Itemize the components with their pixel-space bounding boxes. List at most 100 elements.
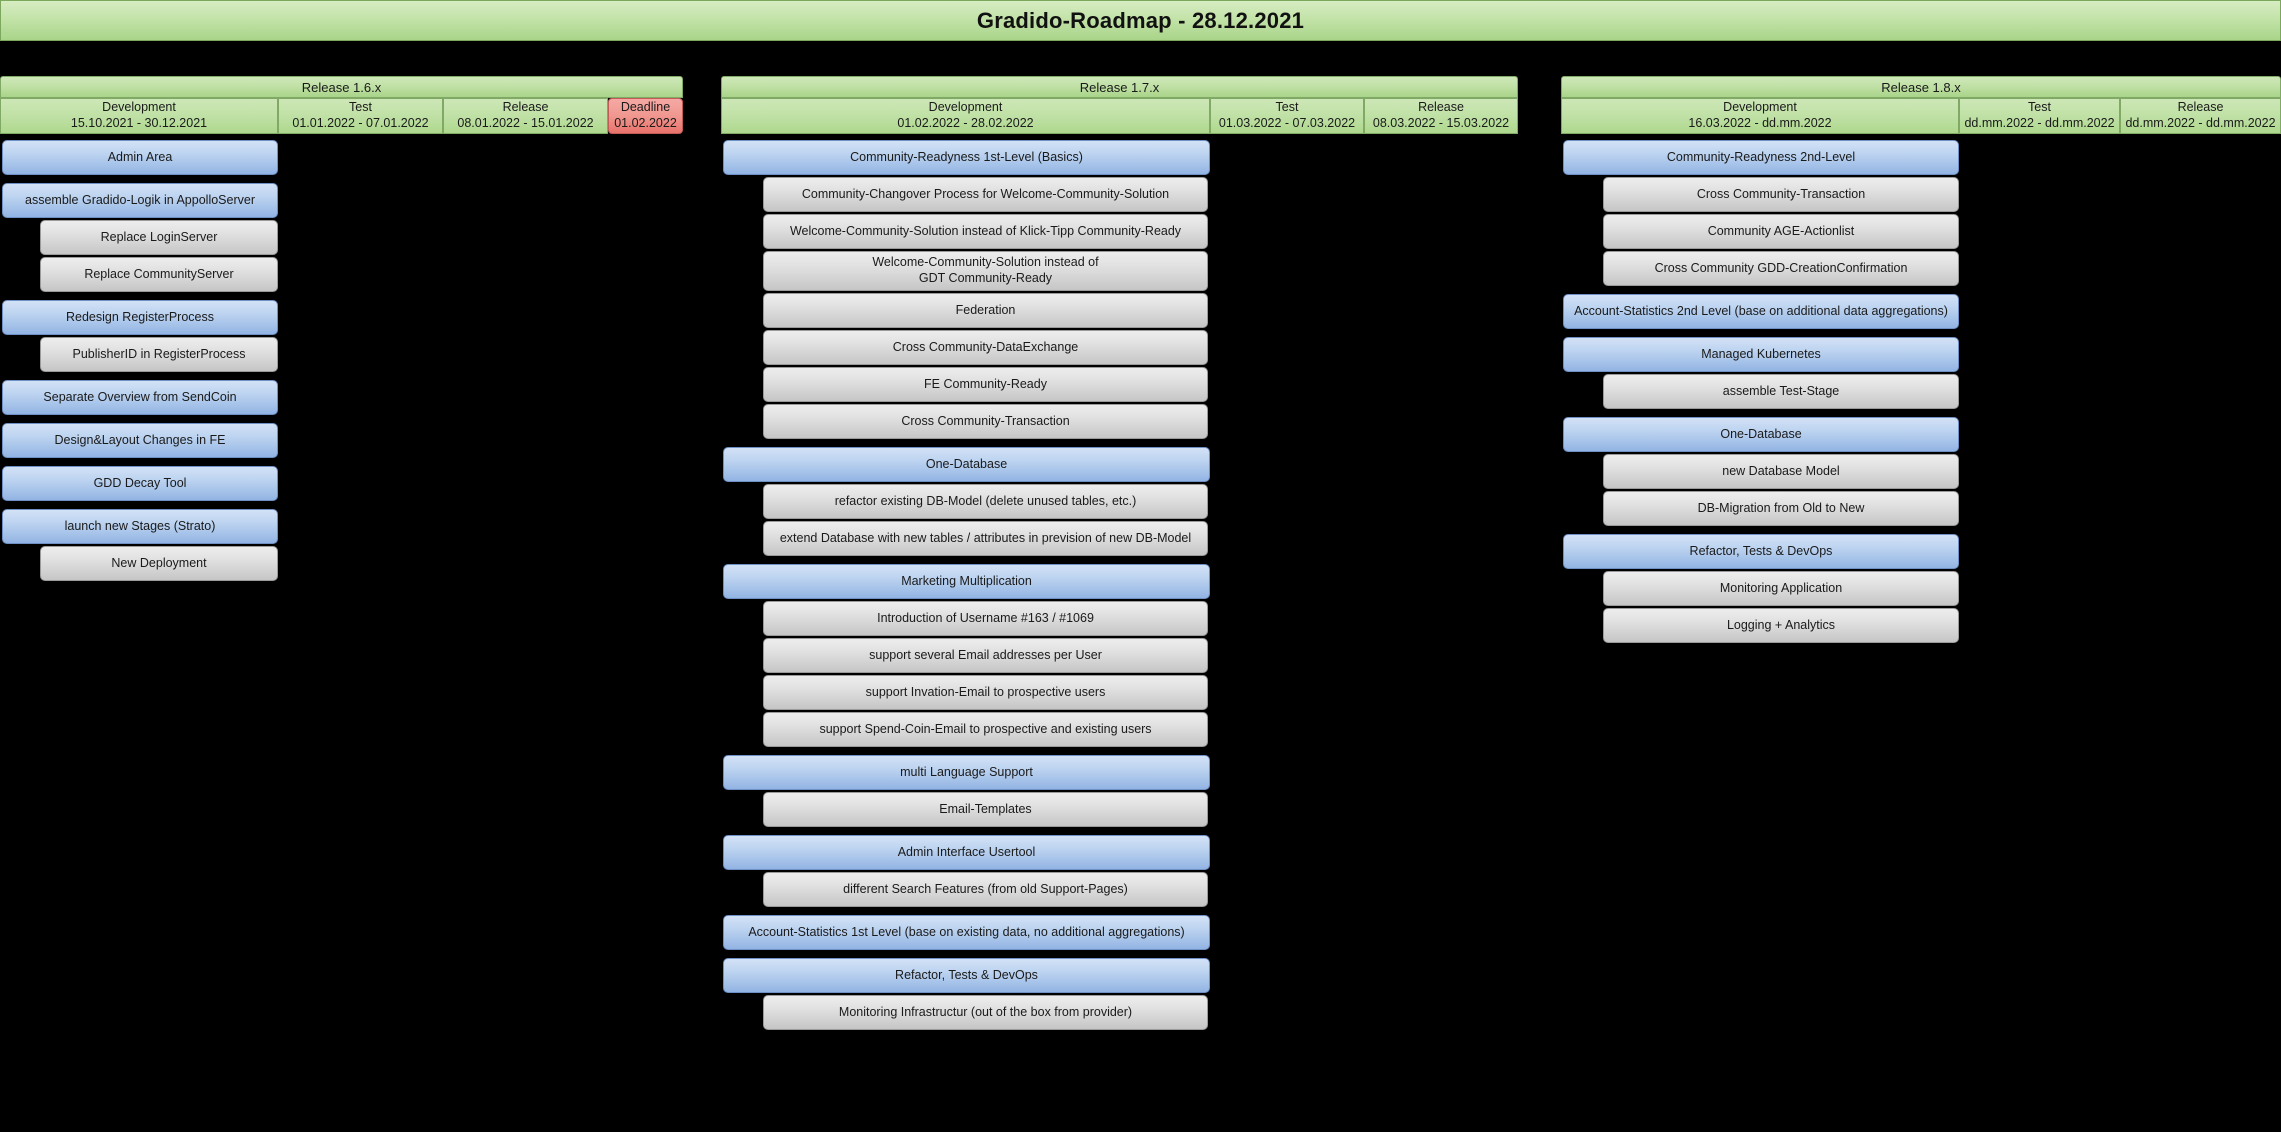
- sub-task[interactable]: support Invation-Email to prospective us…: [763, 675, 1208, 710]
- sub-task[interactable]: Welcome-Community-Solution instead of Kl…: [763, 214, 1208, 249]
- phase-name: Test: [1275, 100, 1299, 115]
- sub-task[interactable]: different Search Features (from old Supp…: [763, 872, 1208, 907]
- phase-dates: 01.02.2022: [614, 116, 677, 130]
- sub-task[interactable]: Federation: [763, 293, 1208, 328]
- sub-task[interactable]: Cross Community GDD-CreationConfirmation: [1603, 251, 1959, 286]
- task-list: Admin Area assemble Gradido-Logik in Appo…: [0, 140, 683, 581]
- epic-task[interactable]: Refactor, Tests & DevOps: [1563, 534, 1959, 569]
- phase-dates: 08.03.2022 - 15.03.2022: [1372, 116, 1510, 130]
- epic-task[interactable]: Community-Readyness 2nd-Level: [1563, 140, 1959, 175]
- sub-task[interactable]: New Deployment: [40, 546, 278, 581]
- sub-task[interactable]: Monitoring Infrastructur (out of the box…: [763, 995, 1208, 1030]
- task-group: launch new Stages (Strato)New Deployment: [0, 509, 683, 581]
- epic-task[interactable]: One-Database: [723, 447, 1210, 482]
- phase-name: Release: [2177, 100, 2224, 115]
- sub-task[interactable]: extend Database with new tables / attrib…: [763, 521, 1208, 556]
- epic-task[interactable]: Managed Kubernetes: [1563, 337, 1959, 372]
- sub-task[interactable]: refactor existing DB-Model (delete unuse…: [763, 484, 1208, 519]
- sub-task[interactable]: support several Email addresses per User: [763, 638, 1208, 673]
- epic-task[interactable]: One-Database: [1563, 417, 1959, 452]
- task-group: Community-Readyness 1st-Level (Basics)Co…: [721, 140, 1518, 439]
- epic-task[interactable]: Marketing Multiplication: [723, 564, 1210, 599]
- task-group: Account-Statistics 1st Level (base on ex…: [721, 915, 1518, 950]
- sub-task[interactable]: Email-Templates: [763, 792, 1208, 827]
- epic-task[interactable]: multi Language Support: [723, 755, 1210, 790]
- phase-name: Release: [1418, 100, 1464, 115]
- phase-name: Test: [2028, 100, 2051, 115]
- epic-task[interactable]: Admin Interface Usertool: [723, 835, 1210, 870]
- release-label-release-1-8-x: Release 1.8.x: [1561, 76, 2281, 98]
- phase-name: Test: [349, 100, 372, 115]
- task-list: Community-Readyness 1st-Level (Basics)Co…: [721, 140, 1518, 1030]
- sub-task[interactable]: DB-Migration from Old to New: [1603, 491, 1959, 526]
- epic-task[interactable]: Account-Statistics 2nd Level (base on ad…: [1563, 294, 1959, 329]
- release-label-release-1-7-x: Release 1.7.x: [721, 76, 1518, 98]
- sub-task[interactable]: Replace LoginServer: [40, 220, 278, 255]
- sub-task[interactable]: Community AGE-Actionlist: [1603, 214, 1959, 249]
- phase-name: Deadline: [620, 100, 671, 115]
- page-title-text: Gradido-Roadmap - 28.12.2021: [976, 7, 1305, 33]
- sub-task[interactable]: FE Community-Ready: [763, 367, 1208, 402]
- phase-dates: 01.02.2022 - 28.02.2022: [897, 116, 1034, 130]
- sub-task[interactable]: PublisherID in RegisterProcess: [40, 337, 278, 372]
- phase-name: Development: [928, 100, 1003, 115]
- epic-task[interactable]: assemble Gradido-Logik in AppolloServer: [2, 183, 278, 218]
- phase-dates: 16.03.2022 - dd.mm.2022: [1688, 116, 1832, 130]
- phase-dates: 01.01.2022 - 07.01.2022: [292, 116, 429, 130]
- epic-task[interactable]: Refactor, Tests & DevOps: [723, 958, 1210, 993]
- task-group: Separate Overview from SendCoin: [0, 380, 683, 415]
- epic-task[interactable]: Separate Overview from SendCoin: [2, 380, 278, 415]
- phase-name: Release: [502, 100, 549, 115]
- sub-task[interactable]: Monitoring Application: [1603, 571, 1959, 606]
- epic-task[interactable]: Redesign RegisterProcess: [2, 300, 278, 335]
- phase-name: Development: [1723, 100, 1797, 115]
- phase-dates: 01.03.2022 - 07.03.2022: [1218, 116, 1356, 130]
- phase-dates: 15.10.2021 - 30.12.2021: [70, 116, 208, 130]
- sub-task[interactable]: support Spend-Coin-Email to prospective …: [763, 712, 1208, 747]
- epic-task[interactable]: Design&Layout Changes in FE: [2, 423, 278, 458]
- epic-task[interactable]: GDD Decay Tool: [2, 466, 278, 501]
- sub-task[interactable]: Community-Changover Process for Welcome-…: [763, 177, 1208, 212]
- sub-task[interactable]: new Database Model: [1603, 454, 1959, 489]
- epic-task[interactable]: Account-Statistics 1st Level (base on ex…: [723, 915, 1210, 950]
- sub-task[interactable]: Cross Community-DataExchange: [763, 330, 1208, 365]
- sub-task[interactable]: Cross Community-Transaction: [763, 404, 1208, 439]
- sub-task[interactable]: Logging + Analytics: [1603, 608, 1959, 643]
- page-title: Gradido-Roadmap - 28.12.2021: [0, 0, 2281, 41]
- epic-task[interactable]: launch new Stages (Strato): [2, 509, 278, 544]
- task-group: GDD Decay Tool: [0, 466, 683, 501]
- sub-task[interactable]: Replace CommunityServer: [40, 257, 278, 292]
- phase-dates: dd.mm.2022 - dd.mm.2022: [1964, 116, 2115, 130]
- sub-task[interactable]: assemble Test-Stage: [1603, 374, 1959, 409]
- sub-task[interactable]: Cross Community-Transaction: [1603, 177, 1959, 212]
- epic-task[interactable]: Admin Area: [2, 140, 278, 175]
- sub-task[interactable]: Introduction of Username #163 / #1069: [763, 601, 1208, 636]
- task-group: Design&Layout Changes in FE: [0, 423, 683, 458]
- sub-task[interactable]: Welcome-Community-Solution instead of GD…: [763, 251, 1208, 291]
- epic-task[interactable]: Community-Readyness 1st-Level (Basics): [723, 140, 1210, 175]
